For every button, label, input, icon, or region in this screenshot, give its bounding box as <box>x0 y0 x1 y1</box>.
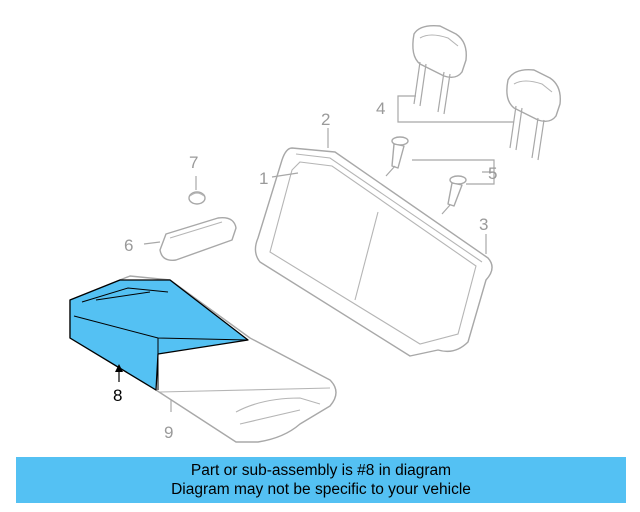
banner-line-2: Diagram may not be specific to your vehi… <box>171 481 471 498</box>
leader-4 <box>397 95 514 123</box>
seat-parts-diagram: 1 2 3 4 5 6 7 8 9 <box>69 24 561 443</box>
seat-back <box>254 147 493 357</box>
callout-6: 6 <box>124 236 133 255</box>
callout-9: 9 <box>164 423 173 442</box>
leader-6 <box>143 241 161 245</box>
callout-3: 3 <box>479 215 488 234</box>
headrest-left <box>412 24 467 115</box>
banner-line-1: Part or sub-assembly is #8 in diagram <box>190 462 452 479</box>
cushion-cover-part-8[interactable] <box>69 279 249 391</box>
clip <box>188 191 206 205</box>
callout-8: 8 <box>113 386 122 405</box>
callout-2: 2 <box>321 110 330 129</box>
info-banner: Part or sub-assembly is #8 in diagram Di… <box>16 457 626 503</box>
leader-5 <box>412 159 495 185</box>
callout-4: 4 <box>376 99 385 118</box>
callout-5: 5 <box>488 164 497 183</box>
armrest-pad <box>159 217 237 261</box>
headrest-guide-lower <box>441 175 467 215</box>
callout-1: 1 <box>259 169 268 188</box>
leader-8 <box>115 364 123 382</box>
headrest-guide-upper <box>385 136 409 177</box>
callout-7: 7 <box>189 153 198 172</box>
headrest-right <box>506 69 561 161</box>
leader-1 <box>271 172 299 178</box>
cushion-cover-highlight <box>69 279 249 391</box>
